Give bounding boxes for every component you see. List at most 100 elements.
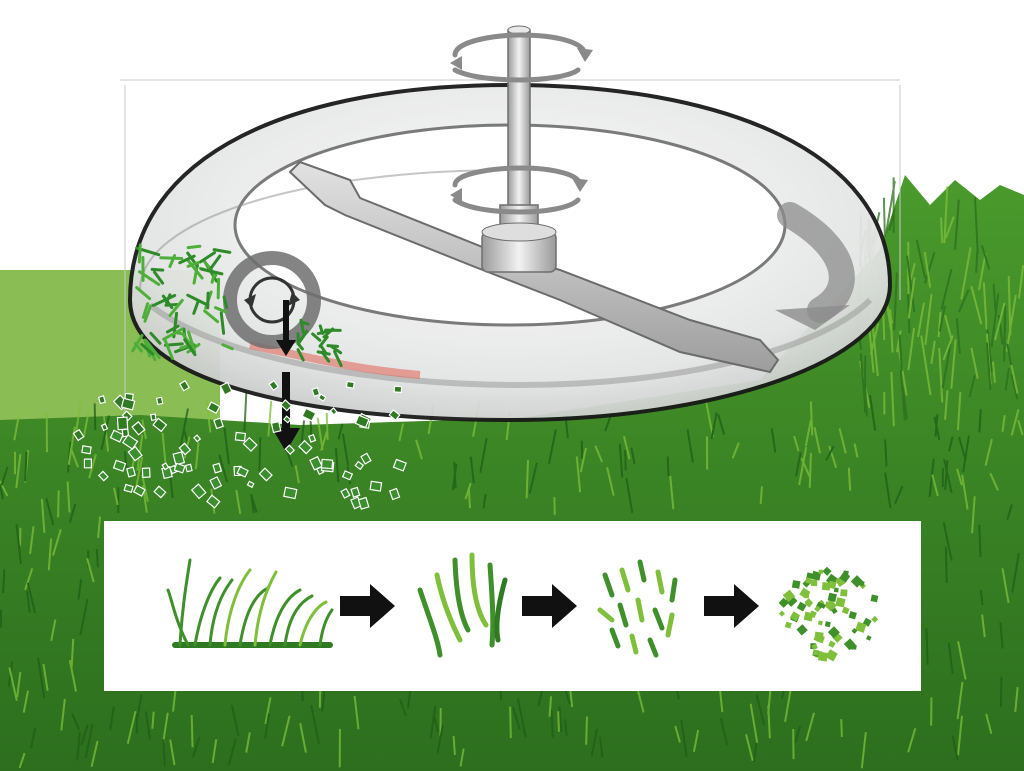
mulch-fragment	[246, 480, 255, 489]
mulch-fragment	[153, 485, 167, 499]
right-arrow-icon	[704, 584, 759, 628]
mulch-particle	[871, 615, 879, 623]
right-arrow-icon	[522, 584, 577, 628]
mulch-fragment	[350, 486, 361, 498]
mulch-fragment	[308, 433, 317, 443]
mulch-particle	[822, 566, 832, 576]
mulch-particle	[778, 610, 785, 617]
mulch-fragment	[234, 431, 247, 442]
mulch-fragments	[72, 379, 407, 510]
mulch-particle	[806, 572, 814, 580]
long-grass-blades-icon	[417, 552, 508, 658]
mulch-fragment	[320, 458, 334, 470]
mulch-particle	[782, 589, 796, 602]
mulch-fragment	[100, 423, 109, 432]
mulch-particle	[870, 594, 879, 603]
mulch-particle	[804, 599, 814, 608]
mulch-fragment	[150, 413, 157, 421]
mulching-process-panel	[104, 521, 921, 691]
mulch-fragment	[83, 458, 92, 469]
mulch-particle	[840, 589, 848, 597]
mulch-particle	[865, 635, 872, 641]
mulch-fragment	[284, 444, 296, 455]
mulch-particle	[848, 611, 857, 620]
fine-grass-mulch-icon	[778, 566, 879, 662]
mulch-fragment	[212, 462, 223, 474]
mulch-fragment	[206, 401, 221, 414]
mulch-particle	[791, 580, 801, 589]
grass-clippings	[131, 243, 343, 367]
mulch-fragment	[392, 458, 407, 472]
mulch-particle	[799, 587, 811, 599]
mulch-particle	[827, 626, 840, 639]
mulch-fragment	[97, 470, 109, 482]
mulch-particle	[796, 601, 807, 612]
airflow-arrow	[777, 202, 855, 323]
recirculation-swirl-icon	[223, 251, 321, 349]
mulch-fragment	[152, 417, 168, 433]
mulch-fragment	[309, 455, 323, 471]
mulch-fragment	[354, 460, 365, 471]
mulch-fragment	[178, 442, 192, 456]
mulch-particle	[811, 643, 818, 650]
mulch-particle	[805, 577, 812, 584]
mulch-fragment	[206, 494, 221, 509]
mulch-fragment	[190, 483, 207, 500]
mulch-fragment	[193, 434, 202, 443]
mulch-particle	[814, 605, 821, 613]
mulch-fragment	[354, 414, 370, 429]
mulch-particle	[835, 597, 846, 608]
mulch-particle	[821, 582, 831, 591]
mulch-particle	[828, 640, 836, 648]
mulch-fragment	[283, 415, 292, 424]
mulch-fragment	[131, 421, 146, 436]
mulch-particle	[817, 620, 823, 626]
mulch-particle	[833, 587, 839, 593]
mulch-fragment	[72, 428, 85, 442]
mulch-fragment	[116, 416, 129, 431]
mulch-particle	[841, 606, 850, 615]
mulch-particle	[825, 601, 832, 608]
mulch-particle	[858, 580, 865, 587]
mulch-fragment	[301, 407, 317, 422]
mulch-fragment	[109, 429, 124, 443]
mulch-particle	[784, 621, 792, 629]
mulch-fragment	[360, 452, 372, 465]
mulch-fragment	[173, 462, 186, 474]
right-arrow-icon	[340, 584, 395, 628]
mulch-fragment	[345, 380, 355, 389]
mulch-fragment	[340, 487, 351, 499]
mulch-particle	[851, 644, 857, 650]
mulch-fragment	[123, 483, 134, 494]
mulch-fragment	[388, 409, 401, 421]
mulch-fragment	[393, 385, 403, 394]
mulch-fragment	[112, 459, 127, 472]
mulch-fragment	[141, 467, 151, 478]
mulch-fragment	[121, 428, 130, 438]
mulch-particle	[796, 624, 808, 636]
mulch-fragment	[242, 436, 258, 452]
mulch-particle	[855, 621, 867, 633]
mulch-particle	[839, 571, 851, 583]
mulch-fragment	[258, 467, 273, 482]
mulch-fragment	[161, 462, 170, 471]
mulch-particle	[825, 649, 838, 662]
mulch-fragment	[236, 466, 249, 478]
rotation-arrowheads	[450, 48, 593, 202]
mulch-particle	[813, 649, 819, 656]
mulch-particle	[831, 607, 838, 615]
mulch-particle	[810, 579, 818, 587]
spindle-rotation-arrows	[452, 32, 588, 215]
mulch-fragment	[369, 480, 383, 492]
short-grass-pieces-icon	[597, 559, 678, 658]
mulch-particle	[813, 635, 820, 642]
mulch-fragment	[317, 393, 327, 402]
mulch-fragment	[329, 407, 338, 416]
mulch-particle	[827, 592, 837, 603]
airflow-arrowhead	[775, 305, 850, 330]
mulch-fragment	[388, 487, 401, 501]
mulch-fragment	[268, 379, 280, 392]
mulch-fragment	[178, 380, 190, 392]
mulch-fragment	[132, 484, 146, 497]
